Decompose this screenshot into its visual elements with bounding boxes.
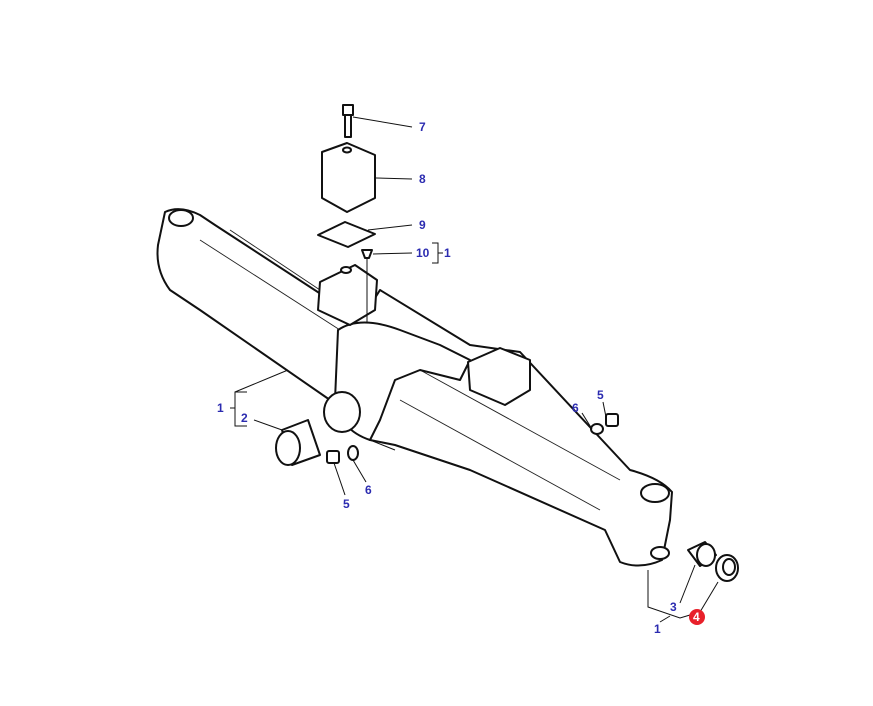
callout-4-highlighted[interactable]: 4 [693,610,700,624]
callout-6-left[interactable]: 6 [365,483,372,497]
plug-5-left[interactable] [326,450,340,464]
upper-block-8[interactable] [321,142,376,213]
seal-4[interactable] [715,554,739,582]
callout-1-group-top[interactable]: 1 [444,246,451,260]
front-axle-beam[interactable] [156,208,673,567]
lower-mount-block [317,264,378,326]
bolt-7[interactable] [342,104,354,138]
callout-3[interactable]: 3 [670,600,677,614]
plug-5-right[interactable] [605,413,619,427]
callout-7[interactable]: 7 [419,120,426,134]
callout-5-right[interactable]: 5 [597,388,604,402]
washer-6-right[interactable] [590,423,604,435]
callout-9[interactable]: 9 [419,218,426,232]
pivot-hole-right [640,483,670,503]
callout-1-right[interactable]: 1 [654,622,661,636]
callout-10[interactable]: 10 [416,246,430,260]
plate-9[interactable] [317,221,376,248]
callout-1-left[interactable]: 1 [217,401,224,415]
pivot-hole-left [168,209,194,227]
washer-6-left[interactable] [347,445,359,461]
right-mount-block [467,347,531,406]
callout-5-left[interactable]: 5 [343,497,350,511]
callout-2[interactable]: 2 [241,411,248,425]
callout-6-right[interactable]: 6 [572,401,579,415]
leader-lines [230,116,719,623]
grease-nipple-10[interactable] [361,249,373,259]
bushing-3[interactable] [687,541,717,567]
highlight-marker [689,609,705,625]
lower-hole-right [650,546,670,560]
bushing-2[interactable] [275,419,321,466]
pivot-pin-left [323,391,361,433]
callout-8[interactable]: 8 [419,172,426,186]
